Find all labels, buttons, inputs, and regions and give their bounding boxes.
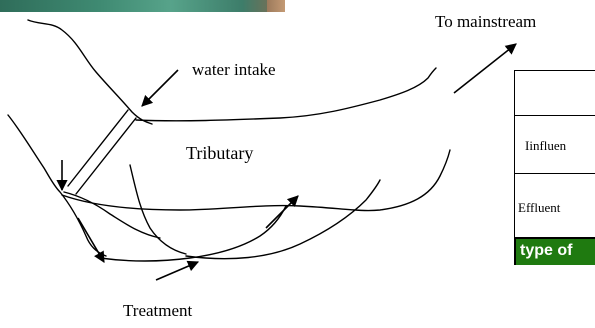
table-cell-effluent: Effluent [518,200,561,215]
to-mainstream-label: To mainstream [435,12,537,31]
table-row: Iinfluen [514,115,595,173]
tributary-label: Tributary [186,143,254,163]
table-row [514,70,595,115]
table-row: Effluent [514,173,595,237]
intake-pipe-line-2 [75,117,137,195]
mainstream-arrow [453,43,517,94]
bank-left-outer [7,114,107,257]
intake-pointer-arrow [141,69,179,107]
bank-middle [129,164,187,255]
bank-inner [63,191,161,239]
bank-upper-left [27,19,153,125]
bank-right-lower [185,179,381,260]
intake-pipe-line-1 [67,109,129,187]
return-flow-arrow [265,195,299,229]
water-intake-label: water intake [192,60,276,79]
table-cell-influent: Iinfluen [525,138,567,153]
treatment-pointer-arrow [155,260,200,281]
table-cell-type: type of [520,242,573,259]
bank-upper [135,67,437,122]
flow-arrow-bottom-left [77,217,105,263]
treatment-label: Treatment [123,301,193,320]
data-table: Iinfluen Effluent type of [514,70,595,292]
bank-bottom [99,205,287,262]
table-header-type: type of [514,237,595,265]
bank-lower [61,149,451,212]
photo-strip [0,0,285,12]
